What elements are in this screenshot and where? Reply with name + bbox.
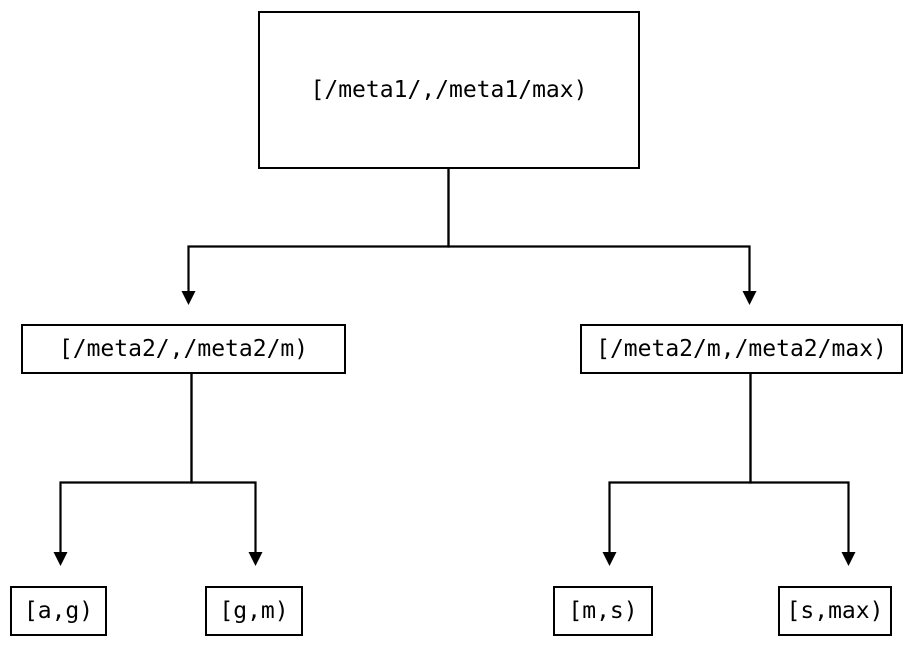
- tree-node-root[interactable]: [/meta1/,/meta1/max): [258, 11, 640, 169]
- tree-node-leaf-4-label: [s,max): [786, 597, 884, 624]
- arrow-down-icon: [248, 552, 263, 566]
- tree-node-leaf-3-label: [m,s): [568, 597, 638, 624]
- edge-level2-left-to-leaf-1: [53, 374, 193, 566]
- tree-node-level2-right[interactable]: [/meta2/m,/meta2/max): [580, 324, 903, 374]
- tree-node-leaf-2-label: [g,m): [219, 597, 289, 624]
- edge-level2-left-to-leaf-2: [190, 374, 263, 566]
- edge-root-to-level2-left: [181, 169, 450, 305]
- tree-node-leaf-2[interactable]: [g,m): [205, 586, 303, 636]
- edge-root-to-level2-right: [447, 169, 757, 305]
- tree-node-leaf-4[interactable]: [s,max): [778, 586, 892, 636]
- arrow-down-icon: [742, 291, 757, 305]
- tree-node-leaf-1[interactable]: [a,g): [10, 586, 107, 636]
- tree-node-level2-left-label: [/meta2/,/meta2/m): [58, 335, 309, 362]
- tree-node-root-label: [/meta1/,/meta1/max): [310, 76, 588, 103]
- tree-node-leaf-3[interactable]: [m,s): [553, 586, 653, 636]
- arrow-down-icon: [53, 552, 68, 566]
- arrow-down-icon: [602, 552, 617, 566]
- tree-node-level2-left[interactable]: [/meta2/,/meta2/m): [21, 324, 346, 374]
- tree-node-level2-right-label: [/meta2/m,/meta2/max): [596, 335, 887, 362]
- edge-level2-right-to-leaf-3: [602, 374, 752, 566]
- arrow-down-icon: [841, 552, 856, 566]
- tree-node-leaf-1-label: [a,g): [23, 597, 94, 624]
- edge-level2-right-to-leaf-4: [749, 374, 856, 566]
- arrow-down-icon: [181, 291, 196, 305]
